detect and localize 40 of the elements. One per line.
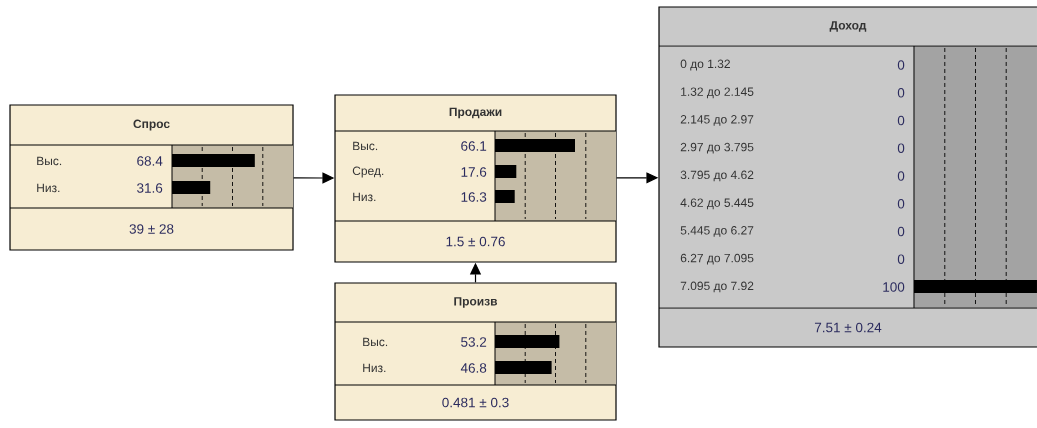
probability-value: 0 bbox=[897, 254, 905, 264]
probability-value: 0 bbox=[897, 60, 905, 70]
probability-value: 0 bbox=[897, 143, 905, 153]
state-label: 2.145 до 2.97 bbox=[680, 115, 754, 126]
state-label: 1.32 до 2.145 bbox=[681, 87, 754, 99]
state-label: 2.97 до 3.795 bbox=[680, 142, 754, 154]
probability-value: 53.2 bbox=[461, 337, 487, 347]
mean-value: 0.481 ± 0.3 bbox=[442, 397, 509, 408]
probability-value: 0 bbox=[897, 226, 905, 237]
probability-value: 0 bbox=[897, 199, 905, 209]
probability-value: 68.4 bbox=[137, 156, 163, 166]
probability-value: 46.8 bbox=[460, 363, 487, 373]
probability-value: 100 bbox=[883, 282, 905, 292]
state-label: 4.62 до 5.445 bbox=[680, 198, 754, 210]
node-title: Произв bbox=[454, 297, 498, 308]
probability-value: 66.1 bbox=[461, 141, 487, 151]
state-label: 7.095 до 7.92 bbox=[680, 281, 754, 293]
state-label: Сред. bbox=[352, 166, 384, 178]
state-label: 0 до 1.32 bbox=[680, 59, 730, 71]
mean-value: 39 ± 28 bbox=[129, 224, 174, 234]
state-label: Низ. bbox=[37, 183, 60, 193]
node-title: Доход bbox=[829, 21, 867, 32]
probability-value: 31.6 bbox=[137, 183, 163, 193]
node-title: Спрос bbox=[133, 119, 170, 131]
state-label: Низ. bbox=[353, 192, 376, 202]
mean-value: 1.5 ± 0.76 bbox=[446, 236, 505, 247]
state-label: 6.27 до 7.095 bbox=[680, 253, 754, 265]
node-title: Продажи bbox=[449, 107, 502, 119]
probability-value: 17.6 bbox=[461, 167, 487, 177]
probability-value: 0 bbox=[897, 171, 905, 181]
state-label: Выс. bbox=[363, 337, 388, 347]
mean-value: 7.51 ± 0.24 bbox=[814, 322, 882, 333]
state-label: 5.445 до 6.27 bbox=[680, 226, 754, 237]
state-label: Низ. bbox=[363, 363, 386, 373]
state-label: Выс. bbox=[37, 156, 62, 166]
state-label: 3.795 до 4.62 bbox=[680, 170, 754, 182]
probability-value: 16.3 bbox=[461, 192, 487, 202]
state-label: Выс. bbox=[353, 141, 378, 151]
probability-value: 0 bbox=[897, 115, 905, 126]
probability-value: 0 bbox=[897, 88, 905, 98]
